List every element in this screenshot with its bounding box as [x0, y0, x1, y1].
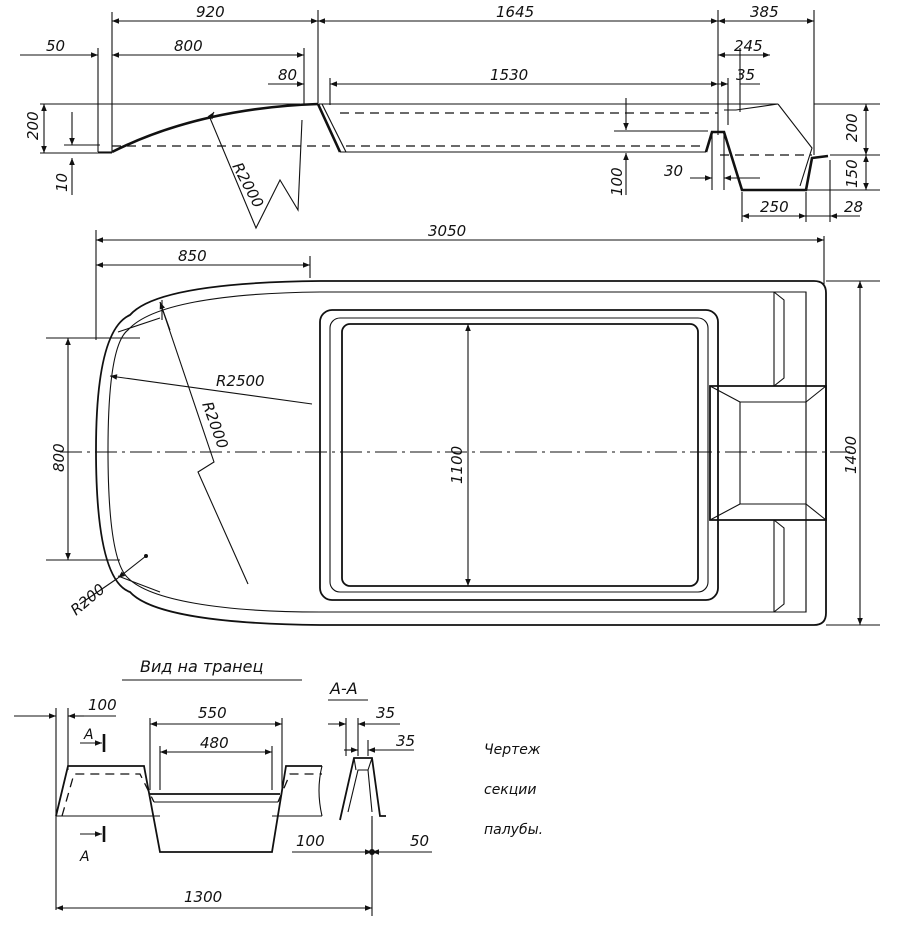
dim-150: 150	[843, 159, 861, 188]
radius-r2000-side: R2000	[228, 159, 267, 210]
radius-r2000-plan: R2000	[198, 399, 232, 451]
radius-r2500: R2500	[216, 372, 265, 390]
dim-50: 50	[46, 37, 65, 55]
dim-3050: 3050	[428, 222, 466, 240]
radius-r200: R200	[67, 580, 108, 619]
dim-35-b: 35	[396, 732, 415, 750]
dim-10: 10	[53, 173, 71, 192]
dim-1400: 1400	[842, 436, 860, 474]
dim-550: 550	[198, 704, 227, 722]
dim-1300: 1300	[184, 888, 222, 906]
dim-200-left: 200	[24, 111, 42, 140]
section-mark-a-bottom: A	[79, 849, 90, 865]
dim-28: 28	[844, 198, 863, 216]
side-view: 920 1645 385 50 800 245 80 1530 35 200 1…	[20, 3, 880, 230]
caption-line-1: Чертеж	[484, 742, 541, 758]
section-a-a-title: A-A	[329, 679, 358, 698]
caption-line-2: секции	[484, 782, 537, 798]
dim-800: 800	[174, 37, 203, 55]
dim-30: 30	[664, 162, 683, 180]
dim-385: 385	[750, 3, 779, 21]
dim-100-side: 100	[608, 167, 626, 196]
dim-250: 250	[760, 198, 789, 216]
dim-850: 850	[178, 247, 207, 265]
dim-1645: 1645	[496, 3, 534, 21]
dim-100-transom: 100	[88, 696, 117, 714]
section-a-a: A-A 35 35 100 50	[292, 679, 432, 856]
dim-80: 80	[278, 66, 297, 84]
plan-view: 3050 850 R2500 R2000 800 1100 1400 R200	[46, 222, 880, 626]
dim-480: 480	[200, 734, 229, 752]
dim-35: 35	[736, 66, 755, 84]
dim-1530: 1530	[490, 66, 528, 84]
dim-1100: 1100	[448, 446, 466, 484]
dim-100-section: 100	[296, 832, 325, 850]
transom-view-title: Вид на транец	[140, 657, 263, 676]
transom-view: Вид на транец 100 A A 55	[14, 657, 373, 916]
dim-920: 920	[196, 3, 225, 21]
dim-245: 245	[734, 37, 763, 55]
dim-50-section: 50	[410, 832, 429, 850]
dim-800-plan: 800	[50, 443, 68, 472]
caption: Чертеж секции палубы.	[484, 742, 543, 838]
section-mark-a-top: A	[83, 727, 94, 743]
dim-35-a: 35	[376, 704, 395, 722]
dim-200-right: 200	[843, 113, 861, 142]
caption-line-3: палубы.	[484, 822, 543, 838]
